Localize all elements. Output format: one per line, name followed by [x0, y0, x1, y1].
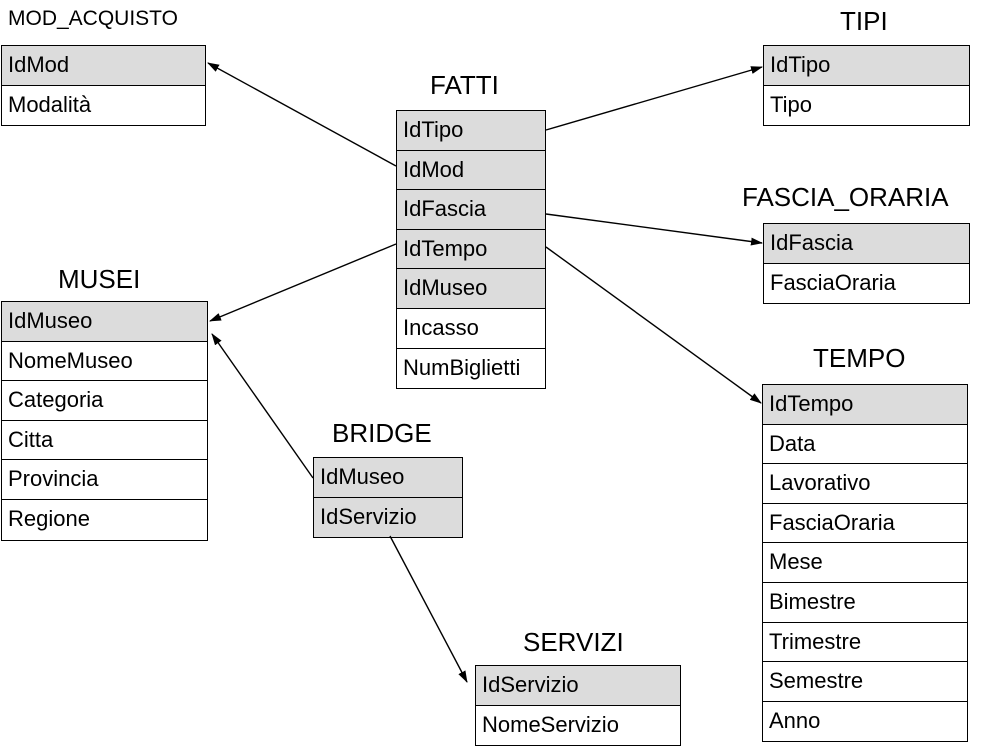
arrow-fatti-idfascia-to-fascia-oraria [545, 213, 763, 246]
tempo-attr-mese: Mese [763, 543, 967, 583]
mod-acquisto-title: MOD_ACQUISTO [8, 7, 178, 30]
servizi-key-idservizio: IdServizio [476, 666, 680, 706]
fatti-table: IdTipo IdMod IdFascia IdTempo IdMuseo In… [396, 110, 546, 390]
mod-acquisto-attr-modalita: Modalità [2, 85, 205, 126]
arrow-fatti-idtempo-to-musei [209, 243, 397, 322]
servizi-table: IdServizio NomeServizio [475, 665, 681, 746]
fatti-attr-numbiglietti: NumBiglietti [397, 348, 545, 389]
fatti-key-idfascia: IdFascia [397, 190, 545, 230]
tempo-attr-bimestre: Bimestre [763, 582, 967, 623]
fatti-key-idtempo: IdTempo [397, 229, 545, 270]
fatti-key-idtipo: IdTipo [397, 111, 545, 151]
tempo-attr-fasciaoraria: FasciaOraria [763, 503, 967, 544]
musei-key-idmuseo: IdMuseo [2, 302, 207, 342]
musei-attr-nomemuseo: NomeMuseo [2, 341, 207, 382]
fatti-attr-incasso: Incasso [397, 308, 545, 349]
tempo-title: TEMPO [813, 343, 906, 373]
bridge-key-idservizio: IdServizio [314, 497, 462, 538]
arrow-bridge-idservizio-to-servizi [389, 535, 468, 683]
arrow-fatti-idmod-to-mod-acquisto [207, 62, 397, 167]
fatti-key-idmod: IdMod [397, 150, 545, 191]
mod-acquisto-table: IdMod Modalità [1, 45, 206, 127]
musei-attr-citta: Citta [2, 420, 207, 461]
arrow-fatti-idtempo-to-tempo [545, 246, 762, 404]
tipi-title: TIPI [840, 6, 888, 36]
fatti-key-idmuseo: IdMuseo [397, 269, 545, 309]
fascia-oraria-key-idfascia: IdFascia [764, 224, 969, 264]
tempo-attr-lavorativo: Lavorativo [763, 464, 967, 504]
musei-attr-regione: Regione [2, 499, 207, 540]
musei-title: MUSEI [58, 264, 141, 294]
tempo-attr-trimestre: Trimestre [763, 622, 967, 663]
tempo-attr-data: Data [763, 424, 967, 465]
tempo-table: IdTempo Data Lavorativo FasciaOraria Mes… [762, 384, 968, 743]
tempo-attr-semestre: Semestre [763, 662, 967, 702]
musei-attr-provincia: Provincia [2, 460, 207, 500]
fascia-oraria-attr-fasciaoraria: FasciaOraria [764, 263, 969, 304]
bridge-key-idmuseo: IdMuseo [314, 458, 462, 498]
fascia-oraria-table: IdFascia FasciaOraria [763, 223, 970, 305]
mod-acquisto-key-idmod: IdMod [2, 46, 205, 86]
tempo-key-idtempo: IdTempo [763, 385, 967, 425]
fascia-oraria-title: FASCIA_ORARIA [742, 182, 949, 212]
musei-attr-categoria: Categoria [2, 381, 207, 421]
servizi-attr-nomeservizio: NomeServizio [476, 705, 680, 746]
musei-table: IdMuseo NomeMuseo Categoria Citta Provin… [1, 301, 208, 541]
fatti-title: FATTI [430, 70, 499, 100]
arrow-fatti-idtipo-to-tipi [545, 66, 763, 131]
tempo-attr-anno: Anno [763, 701, 967, 742]
servizi-title: SERVIZI [523, 627, 624, 657]
bridge-title: BRIDGE [332, 418, 432, 448]
tipi-key-idtipo: IdTipo [764, 46, 969, 86]
arrow-bridge-idmuseo-to-musei [211, 333, 314, 479]
bridge-table: IdMuseo IdServizio [313, 457, 463, 539]
tipi-attr-tipo: Tipo [764, 85, 969, 126]
tipi-table: IdTipo Tipo [763, 45, 970, 127]
